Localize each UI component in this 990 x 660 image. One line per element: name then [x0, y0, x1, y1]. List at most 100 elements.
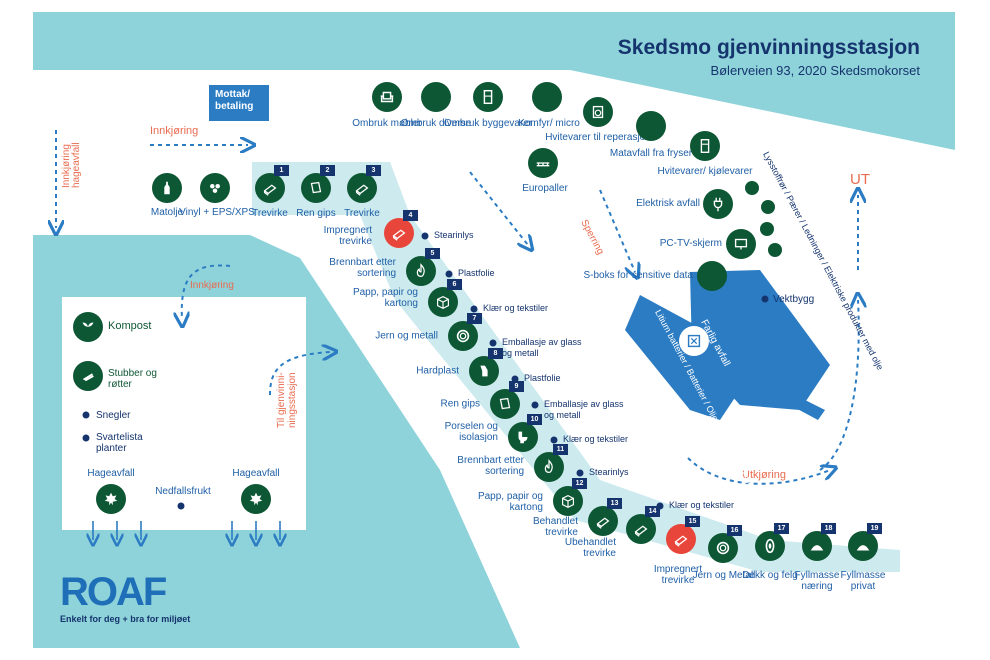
board-icon [490, 389, 520, 419]
cable-icon [760, 222, 774, 236]
wood-icon [255, 173, 285, 203]
station-label: Papp, papir og kartong [352, 287, 418, 309]
station-label: Papp, papir og kartong [477, 491, 543, 513]
secure-box-icon [697, 261, 727, 291]
fallen-fruit-dot [177, 502, 185, 510]
station-number-badge: 9 [509, 381, 524, 392]
fridge-icon [690, 131, 720, 161]
collection-point-dot [531, 401, 539, 409]
label-s-boks: S-boks for sensitive data [583, 270, 694, 281]
collection-point-dot [445, 270, 453, 278]
bottle-icon [152, 173, 182, 203]
station-number-badge: 3 [366, 165, 381, 176]
entry-label: Innkjøring [150, 125, 199, 137]
collection-point-dot [511, 375, 519, 383]
weigh-station-dot [761, 295, 769, 303]
wood-icon [347, 173, 377, 203]
maple-leaf-icon [241, 484, 271, 514]
station-number-badge: 11 [553, 444, 568, 455]
station-label: Trevirke [344, 208, 380, 219]
plug-icon [703, 189, 733, 219]
styrofoam-icon [200, 173, 230, 203]
board-icon [301, 173, 331, 203]
logo-tagline: Enkelt for deg + bra for miljøet [60, 614, 191, 624]
collection-point-label: Plastfolie [524, 373, 561, 383]
station-number-badge: 16 [727, 525, 742, 536]
collection-point-dot [576, 469, 584, 477]
collection-point-dot [421, 232, 429, 240]
monitor-icon [726, 229, 756, 259]
label-komfyr-micro: Komfyr/ micro [518, 118, 580, 129]
toilet-icon [508, 422, 538, 452]
label-pc-tv-skjerm: PC-TV-skjerm [659, 238, 722, 249]
station-number-badge: 10 [527, 414, 542, 425]
station-number-badge: 13 [607, 498, 622, 509]
label-svartelista: Svartelista planter [96, 432, 143, 454]
box-icon [428, 287, 458, 317]
station-label: Impregnert trevirke [323, 225, 372, 247]
collection-point-dot [656, 502, 664, 510]
station-number-badge: 12 [572, 478, 587, 489]
traffic-arrows [56, 130, 859, 485]
roaf-logo: ROAF [60, 570, 167, 614]
station-number-badge: 17 [774, 523, 789, 534]
wood-icon [384, 218, 414, 248]
flame-icon [534, 452, 564, 482]
tire-icon [755, 531, 785, 561]
compost-icon [73, 312, 103, 342]
stove-icon [532, 82, 562, 112]
tube-lamp-icon [745, 181, 759, 195]
garden-entry-label: Innkjøring hageavfall [61, 142, 82, 188]
station-number-badge: 1 [274, 165, 289, 176]
reuse-misc-icon [421, 82, 451, 112]
collection-point-label: Klær og tekstiler [483, 303, 549, 313]
hazardous-building [625, 270, 830, 420]
collection-point-label: Emballasje av glass og metall [502, 337, 582, 358]
station-label: Impregnert trevirke [653, 564, 703, 586]
wood-icon [588, 506, 618, 536]
station-number-badge: 7 [467, 313, 482, 324]
collection-point-label: Klær og tekstiler [563, 434, 629, 444]
collection-point-dot [470, 305, 478, 313]
label-kompost: Kompost [108, 320, 152, 332]
metal-icon [708, 533, 738, 563]
soil-icon [848, 531, 878, 561]
station-label: Ubehandlet trevirke [564, 537, 616, 559]
label-stubber: Stubber og røtter [108, 368, 157, 390]
station-label: Fyllmasse næring [794, 570, 840, 592]
label-hageavfall-1: Hageavfall [87, 468, 135, 479]
collection-point-label: Klær og tekstiler [669, 500, 735, 510]
collection-point-label: Emballasje av glass og metall [544, 399, 624, 420]
to-station-label: Til gjenvinni- ningsstasjon [276, 372, 298, 428]
garden-area-entry-label: Innkjøring [190, 280, 234, 291]
label-hvitevarer-reperasjon: Hvitevarer til reperasjon [545, 132, 651, 143]
label-vinyl-eps: Vinyl + EPS/XPS [179, 207, 255, 218]
station-label: Dekk og felg [742, 570, 798, 581]
wood-icon [626, 514, 656, 544]
station-number-badge: 14 [645, 506, 660, 517]
label-ombruk-byggevarer: Ombruk byggevarer [443, 118, 533, 129]
freezer-food-icon [636, 111, 666, 141]
station-label: Ren gips [296, 208, 336, 219]
stump-icon [73, 361, 103, 391]
label-snegler: Snegler [96, 410, 131, 421]
station-label: Jern og Metall [692, 570, 756, 581]
page-title: Skedsmo gjenvinningsstasjon [617, 36, 920, 59]
station-number-badge: 5 [425, 248, 440, 259]
station-label: Brennbart etter sortering [457, 455, 524, 477]
station-label: Porselen og isolasjon [444, 421, 498, 443]
station-number-badge: 18 [821, 523, 836, 534]
box-icon [553, 486, 583, 516]
bulb-icon [761, 200, 775, 214]
wood-icon [666, 524, 696, 554]
label-ombruk-diverse: Ombruk diverse [400, 118, 472, 129]
washer-icon [583, 97, 613, 127]
collection-point-dot [550, 436, 558, 444]
collection-point-label: Plastfolie [458, 268, 495, 278]
station-number-badge: 6 [447, 279, 462, 290]
station-label: Jern og metall [375, 330, 438, 342]
label-matolje: Matolje [150, 207, 184, 218]
soil-icon [802, 531, 832, 561]
label-vektbygg: Vektbygg [773, 294, 815, 305]
